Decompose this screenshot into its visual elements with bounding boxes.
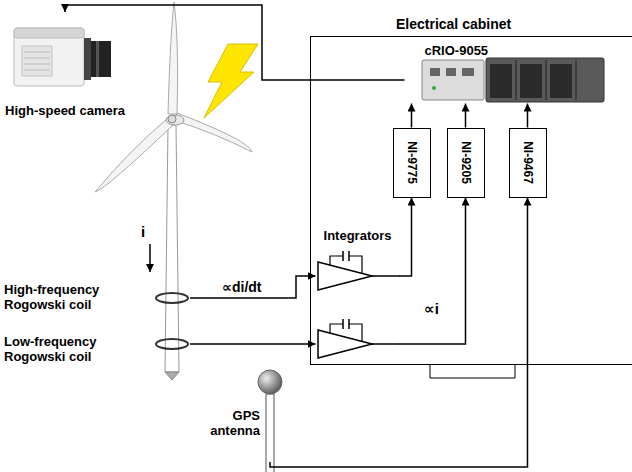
module-slot [550,64,572,98]
chassis [486,58,604,102]
camera-label: High-speed camera [5,103,125,118]
capacitor-symbol [343,319,349,329]
gps-label: GPS antenna [196,408,260,438]
port [446,68,456,76]
output-wire [372,275,400,277]
connector-arrow [527,104,529,128]
lightning-bolt [204,44,258,118]
amplifier-triangle [318,330,372,358]
cabinet-heading: Electrical cabinet [396,17,511,32]
cabinet-box: Electrical cabinetcRIO-9055NI-9775NI-920… [310,36,632,365]
turbine-blade [176,113,252,152]
edge-label: ∝di/dt [222,279,262,296]
port [462,68,474,76]
camera-node: High-speed camera [2,12,128,118]
current-arrow [149,244,151,272]
nacelle [166,115,184,125]
cabinet-bracket [430,365,515,378]
turbine-hub [168,115,176,123]
crio-device [422,58,604,102]
vent-slots [24,52,50,70]
module-label: NI-9775 [404,141,419,184]
integrator-group: Integrators [316,228,400,362]
turbine-blade [95,119,173,192]
lens-band [96,41,99,77]
module-slot [490,64,512,98]
gps-antenna-head [258,370,282,394]
amplifier-triangle [318,262,372,290]
signal-label: ∝i [424,300,439,317]
module-box: NI-9467 [509,128,547,198]
rogowski-coil [156,339,188,349]
controller-block [422,60,484,100]
camera-vent [22,46,52,76]
turbine-blade [168,2,178,114]
rogowski-coil [156,293,188,303]
antenna-mast [266,394,274,472]
module-label: NI-9205 [458,141,473,184]
output-wire [372,343,400,345]
turbine-tower [165,125,179,372]
coil-label: High-frequency Rogowski coil [4,282,122,312]
integrator-symbol [318,319,400,358]
coil-node: High-frequency Rogowski coil [4,282,190,316]
camera-body [14,28,84,86]
camera-lens [91,41,111,77]
connector-arrow [65,5,405,80]
port [430,68,440,76]
capacitor-symbol [343,251,349,261]
lens-ring [84,38,91,80]
gps-node: GPS antenna [196,368,284,462]
connector-arrow [400,198,466,345]
slot-lines [516,60,576,100]
integrator-label: Integrators [324,228,392,243]
connector-arrow [465,104,467,128]
current-symbol: i [141,223,145,240]
controller-node: cRIO-9055 [405,40,605,104]
integrator-symbol [318,251,400,290]
connector-arrow [411,104,413,128]
controller-label: cRIO-9055 [425,43,489,58]
camera-top [14,28,84,38]
tower-foot [165,372,179,380]
module-box: NI-9205 [447,128,485,198]
coil-label: Low-frequency Rogowski coil [4,334,122,364]
connector-arrow [190,276,316,298]
coil-node: Low-frequency Rogowski coil [4,334,190,368]
connector-arrow [190,343,316,345]
module-label: NI-9467 [520,141,535,184]
connector-arrow [400,198,412,277]
connector-arrow [270,198,528,468]
led [432,86,436,90]
module-slot [520,64,542,98]
module-box: NI-9775 [393,128,431,198]
camera-picture [14,28,111,86]
